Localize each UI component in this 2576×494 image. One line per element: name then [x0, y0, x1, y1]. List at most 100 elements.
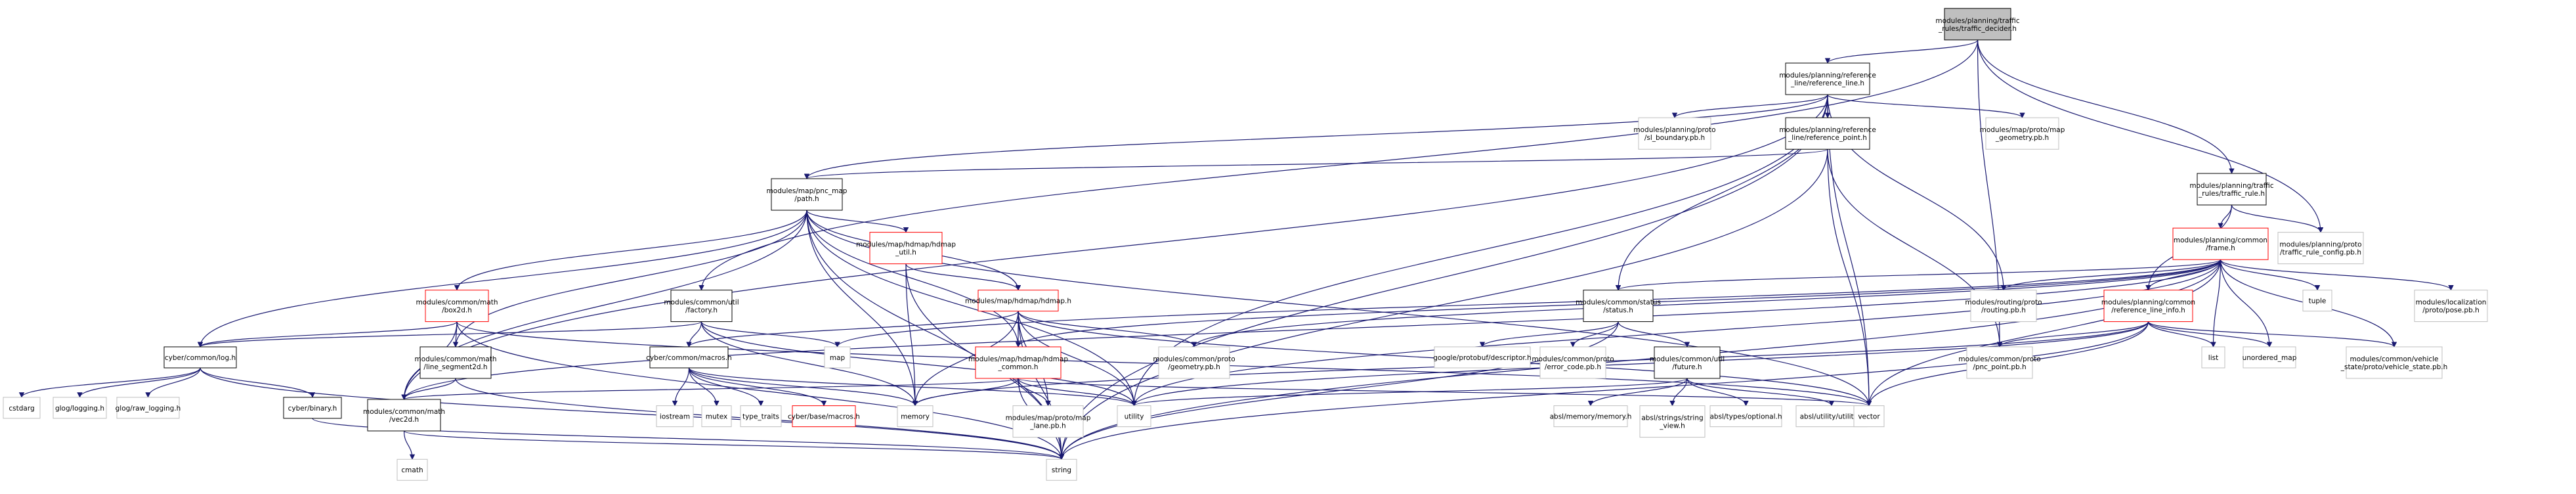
- graph-edge: [456, 321, 1065, 460]
- edge-path: [1131, 378, 1688, 407]
- graph-node-map[interactable]: map: [824, 346, 851, 369]
- edge-path: [688, 367, 918, 407]
- graph-node-hdmap-common[interactable]: modules/map/hdmap/hdmap_common.h: [968, 346, 1068, 379]
- node-label: /vec2d.h: [389, 416, 419, 424]
- graph-node-error-code[interactable]: modules/common/proto/error_code.pb.h: [1532, 346, 1614, 379]
- graph-node-utility[interactable]: utility: [1117, 405, 1151, 428]
- graph-node-cstdarg[interactable]: cstdarg: [3, 397, 41, 419]
- node-label: /pnc_point.pb.h: [1973, 363, 2026, 371]
- graph-node-sl-boundary[interactable]: modules/planning/proto/sl_boundary.pb.h: [1633, 117, 1716, 150]
- graph-node-log[interactable]: cyber/common/log.h: [163, 346, 237, 369]
- graph-node-type-traits[interactable]: type_traits: [740, 405, 782, 428]
- graph-node-descriptor[interactable]: google/protobuf/descriptor.h: [1433, 346, 1532, 369]
- graph-node-glog-raw[interactable]: glog/raw_logging.h: [116, 397, 181, 419]
- node-label: modules/planning/proto: [2279, 241, 2361, 249]
- graph-node-memory[interactable]: memory: [897, 405, 934, 428]
- graph-edge: [1058, 321, 2149, 460]
- graph-node-reference-line[interactable]: modules/planning/reference_line/referenc…: [1779, 62, 1876, 95]
- node-label: modules/planning/traffic: [1935, 17, 2019, 25]
- edge-path: [18, 367, 201, 398]
- graph-node-map-lane[interactable]: modules/map/proto/map_lane.pb.h: [1006, 405, 1091, 438]
- graph-node-cyber-base-macros[interactable]: cyber/base/macros.h: [788, 405, 860, 428]
- edge-path: [403, 430, 416, 460]
- graph-node-vector[interactable]: vector: [1853, 405, 1885, 428]
- graph-node-pose-pb[interactable]: modules/localization/proto/pose.pb.h: [2414, 290, 2488, 323]
- edge-path: [403, 430, 1064, 460]
- graph-node-absl-optional[interactable]: absl/types/optional.h: [1709, 405, 1782, 428]
- edge-path: [2231, 204, 2324, 233]
- node-box: [1539, 346, 1606, 379]
- node-label: cyber/common/log.h: [165, 354, 236, 362]
- edge-path: [905, 263, 1021, 291]
- edge-path: [1018, 378, 1872, 407]
- edge-path: [912, 321, 2149, 407]
- node-label: /status.h: [1603, 307, 1633, 315]
- graph-node-absl-memory[interactable]: absl/memory/memory.h: [1550, 405, 1632, 428]
- graph-node-factory[interactable]: modules/common/util/factory.h: [664, 290, 739, 323]
- graph-node-hdmap-h[interactable]: modules/map/hdmap/hdmap.h: [965, 290, 1071, 312]
- graph-node-traffic-rule-config[interactable]: modules/planning/proto/traffic_rule_conf…: [2277, 232, 2364, 265]
- node-box: [1046, 459, 1077, 481]
- graph-node-absl-string-view[interactable]: absl/strings/string_view.h: [1639, 405, 1706, 438]
- graph-node-frame[interactable]: modules/planning/common/frame.h: [2172, 227, 2269, 260]
- graph-node-glog[interactable]: glog/logging.h: [53, 397, 107, 419]
- node-label: glog/raw_logging.h: [116, 405, 181, 413]
- edge-path: [804, 94, 1828, 179]
- graph-node-map-geometry[interactable]: modules/map/proto/map_geometry.pb.h: [1980, 117, 2065, 150]
- node-label: absl/strings/string: [1641, 415, 1703, 422]
- graph-node-macros-common[interactable]: cyber/common/macros.h: [646, 346, 732, 369]
- edge-path: [200, 367, 1065, 460]
- node-label: modules/common/proto: [1532, 355, 1614, 363]
- graph-edge: [806, 210, 1021, 348]
- graph-node-future[interactable]: modules/common/util/future.h: [1650, 346, 1725, 379]
- node-label: /path.h: [794, 195, 819, 203]
- graph-node-string[interactable]: string: [1046, 459, 1077, 481]
- graph-edge: [688, 367, 764, 407]
- edge-path: [401, 259, 2222, 400]
- edge-path: [806, 210, 1137, 407]
- graph-node-line-segment2d[interactable]: modules/common/math/line_segment2d.h: [414, 346, 497, 379]
- graph-node-traffic-decider[interactable]: modules/planning/traffic_rules/traffic_d…: [1935, 8, 2020, 41]
- node-label: /frame.h: [2206, 244, 2235, 252]
- graph-node-unordered-map[interactable]: unordered_map: [2243, 346, 2297, 369]
- graph-node-reference-line-info[interactable]: modules/planning/common/reference_line_i…: [2101, 290, 2195, 323]
- graph-node-pnc-point[interactable]: modules/common/proto/pnc_point.pb.h: [1958, 346, 2041, 379]
- node-label: modules/planning/reference: [1779, 126, 1876, 134]
- edge-path: [1827, 94, 2025, 119]
- graph-node-geometry-pb[interactable]: modules/common/proto/geometry.pb.h: [1153, 346, 1235, 379]
- graph-edge: [2218, 204, 2233, 229]
- graph-node-hdmap-util[interactable]: modules/map/hdmap/hdmap_util.h: [856, 232, 956, 265]
- node-label: /sl_boundary.pb.h: [1644, 134, 1705, 142]
- graph-node-tuple[interactable]: tuple: [2302, 290, 2332, 312]
- graph-node-reference-point[interactable]: modules/planning/reference_line/referenc…: [1779, 117, 1876, 150]
- edge-path: [2220, 259, 2454, 291]
- edge-path: [688, 367, 719, 407]
- node-label: map: [830, 354, 846, 362]
- graph-node-vehicle-state[interactable]: modules/common/vehicle_state/proto/vehic…: [2340, 346, 2448, 379]
- graph-node-vec2d[interactable]: modules/common/math/vec2d.h: [363, 399, 445, 432]
- graph-node-status[interactable]: modules/common/status/status.h: [1576, 290, 1661, 323]
- graph-node-mutex[interactable]: mutex: [701, 405, 732, 428]
- graph-node-traffic-rule[interactable]: modules/planning/traffic_rules/traffic_r…: [2189, 173, 2274, 206]
- node-label: memory: [901, 413, 930, 421]
- graph-node-cmath[interactable]: cmath: [397, 459, 428, 481]
- edge-path: [688, 367, 764, 407]
- node-label: modules/planning/common: [2174, 236, 2267, 244]
- graph-node-box2d[interactable]: modules/common/math/box2d.h: [416, 290, 498, 323]
- graph-node-list[interactable]: list: [2201, 346, 2225, 369]
- node-box: [2277, 232, 2364, 265]
- graph-node-pnc-path[interactable]: modules/map/pnc_map/path.h: [767, 178, 848, 211]
- node-box: [1709, 405, 1782, 428]
- node-box: [419, 346, 492, 379]
- edges-layer: [18, 39, 2454, 460]
- graph-edge: [18, 367, 201, 398]
- graph-node-iostream[interactable]: iostream: [656, 405, 694, 428]
- graph-node-routing-pb[interactable]: modules/routing/proto/routing.pb.h: [1965, 290, 2042, 323]
- edge-path: [686, 311, 1019, 348]
- node-box: [2302, 290, 2332, 312]
- node-label: _line/reference_point.h: [1788, 134, 1867, 142]
- graph-node-binary[interactable]: cyber/binary.h: [283, 397, 342, 419]
- graph-edge: [672, 367, 690, 407]
- edge-path: [1669, 378, 1688, 407]
- edge-path: [200, 367, 316, 398]
